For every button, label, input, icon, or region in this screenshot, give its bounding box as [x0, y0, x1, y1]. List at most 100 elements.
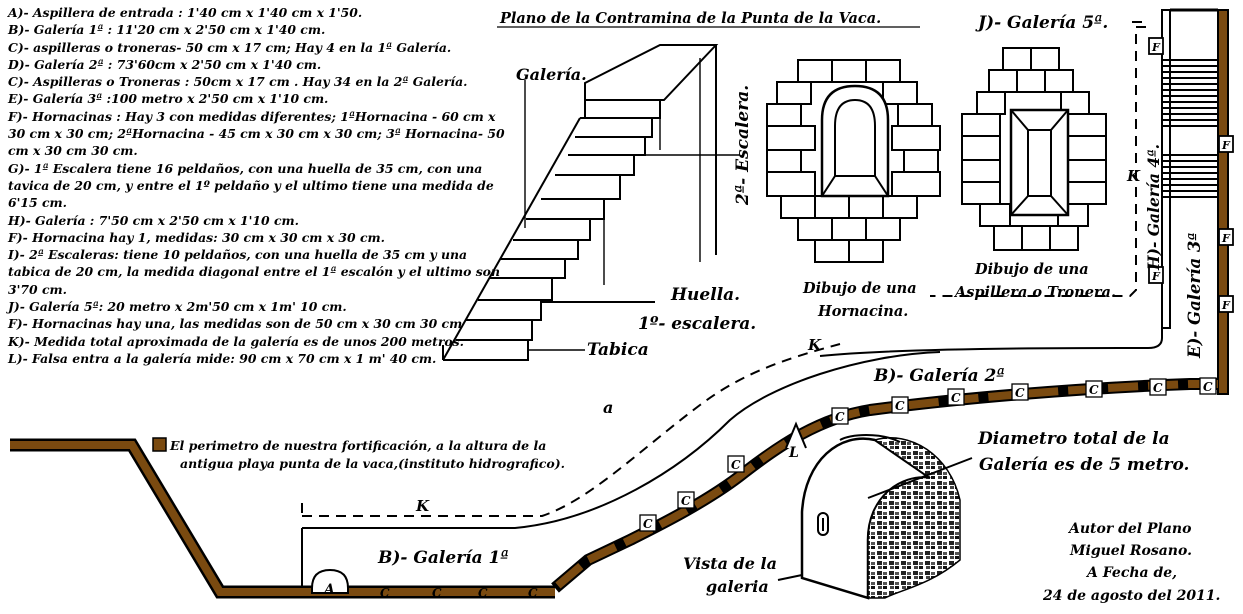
f-label: F: [1221, 232, 1231, 245]
stair-galeria-label: Galería.: [516, 65, 587, 84]
stair-step: [568, 137, 646, 156]
galeria1-label: B)- Galería 1ª: [377, 548, 509, 568]
k-measure-line: [301, 343, 841, 517]
hornacina-marker: [1218, 295, 1234, 313]
brick: [961, 159, 1001, 183]
tunnel-top: [839, 434, 901, 443]
k-label: K: [415, 497, 430, 515]
staircase-drawing: [442, 44, 740, 361]
c-label: C: [1153, 381, 1163, 395]
diameter-label: Galería es de 5 metro.: [979, 455, 1189, 475]
brick: [848, 239, 884, 263]
brick: [814, 195, 850, 219]
brick: [1016, 69, 1046, 93]
vista-pointer: [777, 574, 803, 581]
huella-label: Huella.: [670, 285, 740, 305]
brick: [979, 203, 1011, 227]
wall-segment: [1161, 9, 1171, 329]
c-label: C: [1203, 380, 1213, 394]
brick: [891, 125, 941, 151]
legend-item: A)- Aspillera de entrada : 1'40 cm x 1'4…: [8, 5, 363, 20]
brick: [797, 217, 833, 241]
brick: [848, 195, 884, 219]
brick: [1021, 225, 1051, 251]
hornacina-marker: [1148, 266, 1164, 284]
entrance-label: A: [322, 582, 335, 598]
brick: [865, 217, 901, 241]
aspillera-caption: Aspillera o Tronera.: [953, 284, 1116, 301]
brick: [976, 91, 1006, 115]
brick: [797, 59, 833, 83]
stair-step: [575, 118, 653, 138]
brick: [780, 195, 816, 219]
vista-label: galeria: [706, 577, 769, 596]
legend-item: F)- Hornacina hay 1, medidas: 30 cm x 30…: [8, 229, 385, 245]
brick: [1067, 113, 1107, 137]
loophole-bevel: [1050, 195, 1069, 216]
niche-edge: [874, 175, 889, 197]
wall-segment: [1217, 9, 1229, 395]
brick: [891, 171, 941, 197]
vista-label: Vista de la: [683, 554, 777, 573]
brick: [831, 59, 867, 83]
loophole-inner: [1027, 129, 1052, 197]
niche-edge: [821, 175, 836, 197]
hornacina-drawing: [766, 59, 941, 263]
diameter-label: Diametro total de la: [977, 429, 1170, 449]
stair-step: [500, 240, 579, 260]
legend-item: I)- 2ª Escaleras: tiene 10 peldaños, con…: [8, 247, 500, 297]
l-label: L: [788, 445, 799, 461]
legend-item: C)- Aspilleras o Troneras : 50cm x 17 cm…: [8, 74, 468, 90]
stair-stringer: [442, 117, 581, 361]
brick: [1030, 47, 1060, 71]
entrance-aspillera: [311, 568, 349, 594]
gallery-3d-view: [800, 434, 961, 600]
loophole-bevel: [1010, 109, 1029, 131]
stair-step: [526, 199, 605, 220]
hornacina-caption: Dibujo de una: [802, 280, 917, 297]
f-label: F: [1221, 299, 1231, 312]
loophole-bevel: [1050, 109, 1069, 131]
author-line: 24 de agosto del 2011.: [1042, 588, 1220, 604]
galeria2-wall: [552, 380, 1218, 592]
legend-item: K)- Medida total aproximada de la galerí…: [8, 333, 464, 349]
c-label: C: [1089, 383, 1099, 397]
brick: [903, 149, 939, 173]
right-gallery: F F F F F: [819, 8, 1234, 395]
perimeter-note: El perimetro de nuestra fortificación, a…: [169, 438, 546, 453]
c-label: C: [478, 586, 488, 600]
brick: [831, 217, 867, 241]
brick: [766, 103, 802, 127]
k-label: K: [1126, 167, 1141, 185]
k-label: K: [807, 336, 822, 354]
brick: [988, 69, 1018, 93]
stair-step: [466, 300, 542, 321]
c-label: C: [731, 458, 741, 472]
a-label: a: [603, 398, 613, 417]
f-label: F: [1151, 270, 1161, 283]
hornacina-caption: Hornacina.: [817, 303, 908, 320]
brick: [766, 171, 816, 197]
escalera2-label: 2ª- Escalera.: [733, 85, 753, 206]
hornacina-marker: [1148, 37, 1164, 55]
galeria2-label: B)- Galería 2ª: [873, 366, 1005, 386]
legend-item: E)- Galería 3ª :100 metro x 2'50 cm x 1'…: [8, 91, 329, 107]
wall-curve: [819, 328, 1163, 357]
galeria3-label: E)- Galería 3ª: [1185, 233, 1204, 359]
c-label: C: [380, 586, 390, 600]
stair-step: [541, 175, 621, 200]
brick: [1067, 135, 1107, 161]
perimeter-wall: [10, 441, 555, 596]
legend-item: C)- aspilleras o troneras- 50 cm x 17 cm…: [8, 39, 452, 55]
c-label: C: [1015, 386, 1025, 400]
gallery-inner-wall: [302, 351, 941, 529]
c-label: C: [681, 494, 691, 508]
legend-item: F)- Hornacinas hay una, las medidas son …: [8, 316, 463, 332]
legend-item: B)- Galería 1ª : 11'20 cm x 2'50 cm x 1'…: [8, 22, 326, 38]
perimeter-swatch: [152, 437, 167, 452]
galeria4-stair-treads: [1162, 59, 1218, 198]
galeria5-label: J)- Galería 5ª.: [975, 13, 1108, 33]
c-label: C: [895, 399, 905, 413]
